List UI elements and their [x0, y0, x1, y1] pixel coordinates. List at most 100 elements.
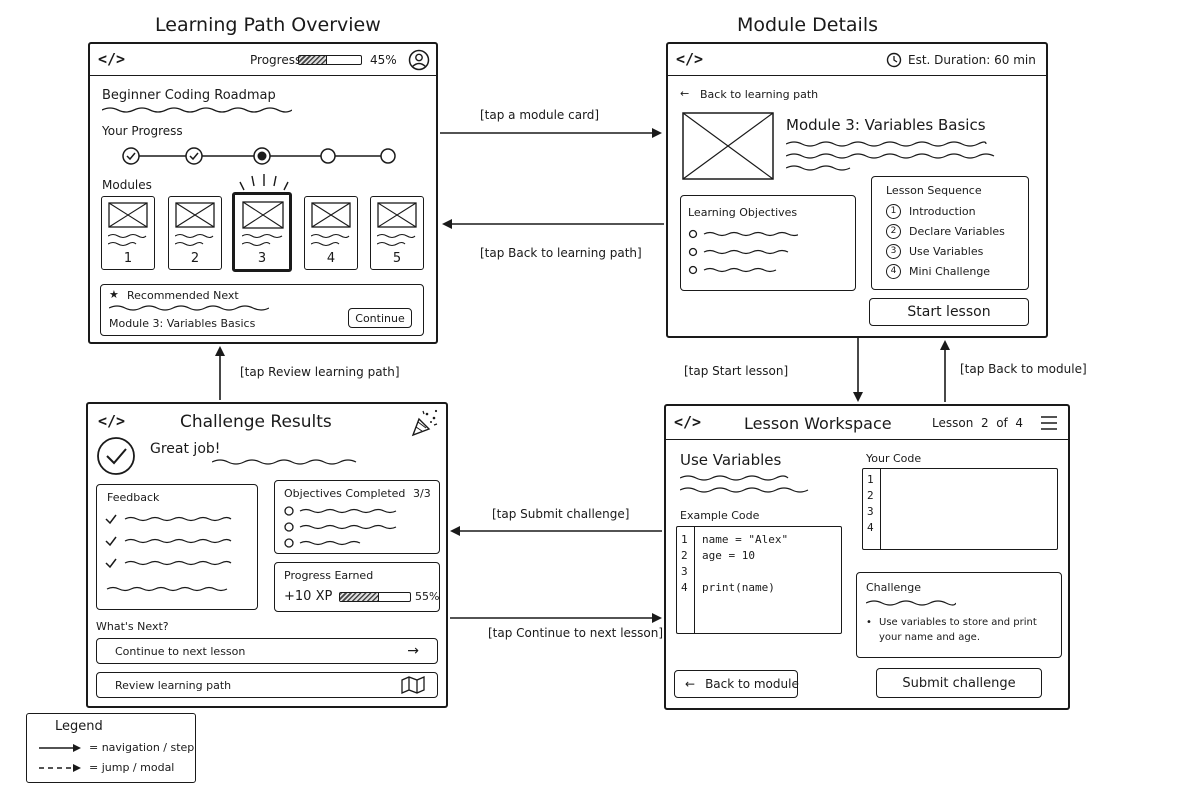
continue-button[interactable]: Continue	[348, 308, 412, 328]
code-line-number: 2	[867, 489, 874, 502]
hamburger-menu-icon[interactable]	[1040, 415, 1058, 431]
submit-challenge-button[interactable]: Submit challenge	[876, 668, 1042, 698]
transition-label: [tap a module card]	[480, 108, 600, 122]
party-popper-icon	[411, 409, 438, 437]
legend-jump: = jump / modal	[89, 761, 175, 774]
learning-objectives-card: Learning Objectives	[680, 195, 856, 291]
results-progress-fill	[340, 593, 379, 601]
estimated-duration: Est. Duration: 60 min	[908, 53, 1036, 67]
great-job-message: Great job!	[150, 441, 221, 457]
xp-earned: +10 XP	[284, 589, 333, 604]
module-card-5[interactable]: 5	[370, 196, 424, 270]
objectives-completed-title: Objectives Completed	[284, 487, 406, 500]
lesson-counter: Lesson 2 of 4	[932, 416, 1024, 430]
continue-next-lesson-button[interactable]: Continue to next lesson →	[96, 638, 438, 664]
module-thumbnail-icon	[311, 202, 351, 228]
challenge-bullet: •	[866, 617, 872, 628]
transition-label: [tap Start lesson]	[684, 364, 789, 378]
code-logo-icon: </>	[98, 50, 126, 68]
start-lesson-button[interactable]: Start lesson	[869, 298, 1029, 326]
code-line-number: 4	[681, 581, 688, 594]
legend-box: Legend = navigation / step = jump / moda…	[26, 713, 196, 783]
whats-next-label: What's Next?	[96, 620, 169, 633]
module-thumbnail-icon	[175, 202, 215, 228]
progress-label: Progress	[250, 53, 302, 67]
back-to-module-button[interactable]: ← Back to module	[674, 670, 799, 698]
workspace-header: </> Lesson Workspace Lesson 2 of 4	[666, 406, 1068, 440]
module-thumbnail-icon	[377, 202, 417, 228]
transition-label: [tap Submit challenge]	[492, 507, 630, 521]
recommended-next-card: ★ Recommended Next Module 3: Variables B…	[100, 284, 424, 336]
module-number: 5	[392, 251, 402, 266]
module-card-1[interactable]: 1	[101, 196, 155, 270]
module-details-screen-title: Module Details	[737, 14, 878, 36]
back-arrow-icon: ←	[685, 677, 696, 691]
challenge-card: Challenge • Use variables to store and p…	[856, 572, 1062, 658]
module-thumbnail-icon	[108, 202, 148, 228]
progress-stepper	[122, 147, 396, 165]
recommended-label: Recommended Next	[127, 289, 239, 302]
objectives-list	[688, 229, 798, 275]
back-to-path-link[interactable]: Back to learning path	[700, 88, 819, 101]
your-code-editor[interactable]: 1 2 3 4	[862, 468, 1058, 550]
module-number: 3	[257, 251, 267, 266]
roadmap-underline	[102, 107, 292, 113]
back-arrow-icon[interactable]: ←	[680, 87, 690, 100]
challenge-title: Challenge	[866, 581, 921, 594]
code-line-number: 3	[681, 565, 688, 578]
code-logo-icon: </>	[674, 413, 702, 431]
code-logo-icon: </>	[676, 50, 704, 68]
code-line-number: 2	[681, 549, 688, 562]
module-card-3[interactable]: 3	[232, 192, 292, 272]
feedback-list	[105, 514, 232, 592]
module-number: 1	[123, 251, 133, 266]
progress-percent: 45%	[370, 53, 397, 67]
code-line-number: 1	[681, 533, 688, 546]
module-description-lines	[786, 141, 995, 171]
overall-progress-bar	[298, 55, 362, 65]
your-code-label: Your Code	[866, 452, 922, 465]
review-learning-path-button[interactable]: Review learning path	[96, 672, 438, 698]
module-number: 2	[190, 251, 200, 266]
overall-progress-fill	[299, 56, 327, 64]
code-logo-icon: </>	[98, 412, 126, 430]
progress-earned-title: Progress Earned	[284, 569, 374, 582]
module-thumbnail-icon	[242, 201, 284, 229]
module-card-2[interactable]: 2	[168, 196, 222, 270]
objectives-completed-count: 3/3	[413, 487, 431, 500]
arrow-right-icon: →	[407, 643, 419, 659]
overview-header: </> Progress 45%	[90, 44, 436, 76]
objectives-completed-card: Objectives Completed 3/3	[274, 480, 440, 554]
code-line: print(name)	[702, 581, 775, 594]
results-progress-bar	[339, 592, 411, 602]
modules-label: Modules	[102, 178, 152, 192]
module-card-4[interactable]: 4	[304, 196, 358, 270]
transition-label: [tap Back to learning path]	[480, 246, 642, 260]
success-check-icon	[97, 437, 135, 475]
recommended-module: Module 3: Variables Basics	[109, 317, 256, 330]
transition-label: [tap Review learning path]	[240, 365, 400, 379]
star-icon: ★	[109, 288, 119, 301]
user-avatar-icon[interactable]	[408, 49, 430, 71]
objectives-title: Learning Objectives	[688, 206, 798, 219]
example-code-block: 1 name = "Alex" 2 age = 10 3 4 print(nam…	[676, 526, 842, 634]
lesson-title: Use Variables	[680, 451, 782, 469]
code-line-number: 3	[867, 505, 874, 518]
transition-label: [tap Continue to next lesson]	[488, 626, 664, 640]
module-number: 4	[326, 251, 336, 266]
module-details-screen: </> Est. Duration: 60 min ← Back to lear…	[666, 42, 1048, 338]
sequence-title: Lesson Sequence	[886, 184, 982, 197]
map-icon	[401, 676, 425, 694]
results-title: Challenge Results	[180, 412, 332, 432]
lesson-description-lines	[680, 475, 809, 493]
module-image-placeholder	[682, 112, 774, 180]
overview-screen: </> Progress 45% Beginner Coding Roadmap…	[88, 42, 438, 344]
legend-arrows	[39, 744, 81, 772]
legend-title: Legend	[55, 719, 103, 734]
transition-label: [tap Back to module]	[960, 362, 1087, 376]
challenge-results-screen: </> Challenge Results Great job! Feedbac…	[86, 402, 448, 708]
your-progress-label: Your Progress	[102, 124, 183, 138]
